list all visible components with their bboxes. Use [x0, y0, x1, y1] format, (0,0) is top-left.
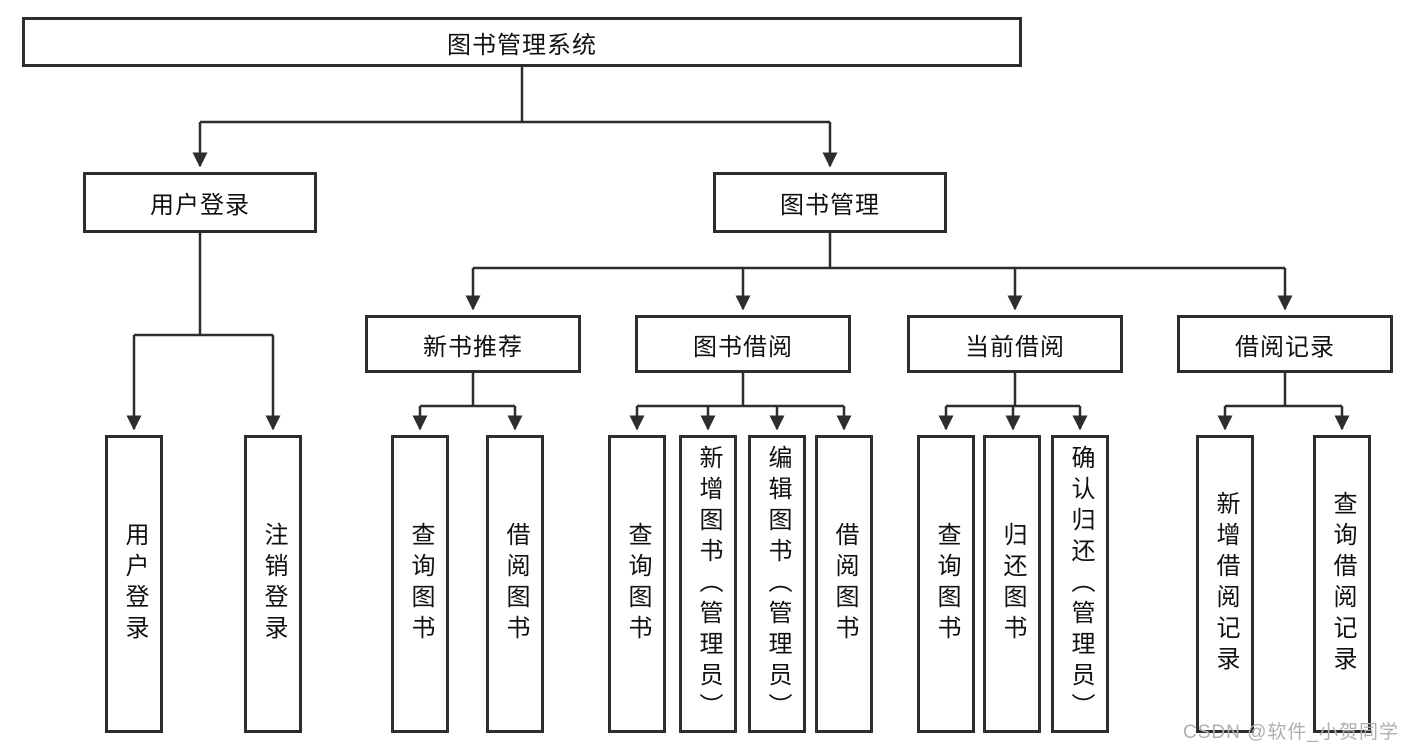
node-label: 借阅记录: [1235, 333, 1335, 361]
node-label: 新增图书（管理员）: [695, 444, 722, 724]
leaf-borrow-books-recommend: 借阅图书: [486, 435, 544, 733]
node-borrowing-records: 借阅记录: [1177, 315, 1393, 373]
node-book-management: 图书管理: [713, 172, 947, 233]
node-new-book-recommendation: 新书推荐: [365, 315, 581, 373]
node-label: 确认归还（管理员）: [1067, 444, 1094, 724]
leaf-query-borrow-record: 查询借阅记录: [1313, 435, 1371, 733]
node-user-login: 用户登录: [83, 172, 317, 233]
node-current-borrowing: 当前借阅: [907, 315, 1123, 373]
leaf-borrow-books: 借阅图书: [815, 435, 873, 733]
node-label: 用户登录: [150, 192, 250, 219]
node-label: 新增借阅记录: [1212, 491, 1239, 677]
leaf-query-books-recommend: 查询图书: [391, 435, 449, 733]
node-label: 当前借阅: [965, 333, 1065, 361]
leaf-add-book-admin: 新增图书（管理员）: [679, 435, 737, 733]
node-label: 图书管理系统: [447, 31, 597, 59]
leaf-return-book: 归还图书: [983, 435, 1041, 733]
node-label: 图书借阅: [693, 333, 793, 361]
node-label: 借阅图书: [502, 522, 529, 646]
csdn-watermark: CSDN @软件_小贺同学: [1183, 722, 1399, 743]
node-label: 查询图书: [624, 522, 651, 646]
leaf-user-login: 用户登录: [105, 435, 163, 733]
node-label: 新书推荐: [423, 333, 523, 361]
leaf-logout: 注销登录: [244, 435, 302, 733]
leaf-add-borrow-record: 新增借阅记录: [1196, 435, 1254, 733]
node-library-management-system: 图书管理系统: [22, 17, 1022, 67]
leaf-query-books-current: 查询图书: [917, 435, 975, 733]
node-label: 归还图书: [999, 522, 1026, 646]
node-label: 注销登录: [260, 522, 287, 646]
node-label: 用户登录: [121, 522, 148, 646]
node-label: 借阅图书: [831, 522, 858, 646]
leaf-query-books-borrow: 查询图书: [608, 435, 666, 733]
node-label: 图书管理: [780, 192, 880, 219]
node-label: 查询图书: [933, 522, 960, 646]
node-label: 查询借阅记录: [1329, 491, 1356, 677]
node-book-borrowing: 图书借阅: [635, 315, 851, 373]
node-label: 查询图书: [407, 522, 434, 646]
leaf-edit-book-admin: 编辑图书（管理员）: [748, 435, 806, 733]
node-label: 编辑图书（管理员）: [764, 444, 791, 724]
leaf-confirm-return-admin: 确认归还（管理员）: [1051, 435, 1109, 733]
